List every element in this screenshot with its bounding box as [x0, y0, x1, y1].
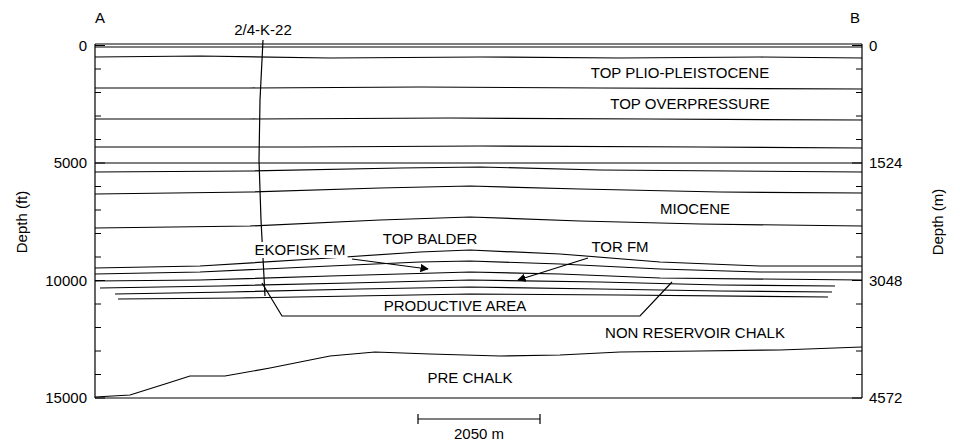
depth-value: 0	[867, 38, 879, 54]
horizon-label: TOP OVERPRESSURE	[608, 96, 772, 112]
depth-tick	[852, 45, 862, 46]
top-border	[95, 44, 862, 47]
horizon-label: TOP PLIO-PLEISTOCENE	[589, 65, 771, 81]
depth-value: 10000	[43, 273, 89, 289]
section-end-label: A	[93, 10, 107, 26]
bottom-border	[95, 397, 862, 398]
horizon-label: MIOCENE	[658, 201, 732, 217]
depth-value: 0	[77, 38, 89, 54]
depth-tick	[95, 163, 105, 164]
formation-label: EKOFISK FM	[253, 242, 348, 258]
horizon	[95, 186, 862, 194]
scale-bar	[418, 414, 540, 424]
horizon	[95, 118, 862, 120]
axis-title: Depth (m)	[930, 187, 946, 258]
depth-tick	[95, 186, 101, 187]
depth-value: 1524	[867, 155, 904, 171]
depth-tick	[852, 398, 862, 399]
zone-label: PRE CHALK	[425, 370, 514, 386]
depth-tick	[95, 351, 101, 352]
depth-tick	[95, 374, 101, 375]
right-axis	[861, 44, 862, 398]
zone-label: PRODUCTIVE AREA	[382, 298, 529, 314]
depth-tick	[95, 398, 105, 399]
zone-label: NON RESERVOIR CHALK	[603, 325, 787, 341]
scale-label: 2050 m	[452, 426, 506, 442]
horizon	[95, 217, 862, 228]
depth-tick	[95, 92, 101, 93]
depth-tick	[856, 186, 862, 187]
depth-tick	[856, 374, 862, 375]
horizon	[95, 162, 862, 163]
horizon-label: TOP BALDER	[381, 231, 479, 247]
depth-tick	[852, 163, 862, 164]
depth-tick	[856, 351, 862, 352]
horizon	[95, 56, 862, 58]
horizon	[95, 146, 862, 148]
depth-tick	[856, 92, 862, 93]
depth-tick	[856, 304, 862, 305]
depth-tick	[95, 210, 101, 211]
left-axis	[94, 44, 95, 398]
well-name: 2/4-K-22	[232, 22, 294, 38]
formation-label: TOR FM	[589, 239, 650, 255]
leader-arrow	[518, 258, 588, 280]
depth-tick	[95, 69, 101, 70]
depth-tick	[856, 327, 862, 328]
depth-tick	[95, 139, 101, 140]
leader-arrow	[352, 259, 428, 269]
depth-tick	[852, 280, 862, 281]
section-end-label: B	[848, 10, 862, 26]
depth-tick	[856, 116, 862, 117]
depth-tick	[856, 69, 862, 70]
depth-tick	[856, 139, 862, 140]
productive-area-outline	[262, 282, 672, 316]
depth-tick	[95, 45, 105, 46]
depth-tick	[95, 304, 101, 305]
depth-tick	[95, 257, 101, 258]
depth-tick	[856, 210, 862, 211]
depth-ticks	[95, 46, 862, 399]
horizon	[95, 167, 862, 172]
chalk-horizon	[95, 250, 862, 268]
axis-title: Depth (ft)	[14, 189, 30, 256]
horizon	[95, 87, 862, 89]
depth-tick	[95, 280, 105, 281]
depth-tick	[95, 327, 101, 328]
chalk-horizon	[115, 287, 832, 294]
depth-tick	[856, 233, 862, 234]
depth-value: 15000	[43, 390, 89, 406]
depth-value: 4572	[867, 390, 904, 406]
depth-tick	[95, 116, 101, 117]
depth-tick	[856, 257, 862, 258]
depth-value: 3048	[867, 273, 904, 289]
depth-tick	[95, 233, 101, 234]
depth-value: 5000	[52, 155, 89, 171]
pre-chalk-top	[95, 347, 862, 397]
